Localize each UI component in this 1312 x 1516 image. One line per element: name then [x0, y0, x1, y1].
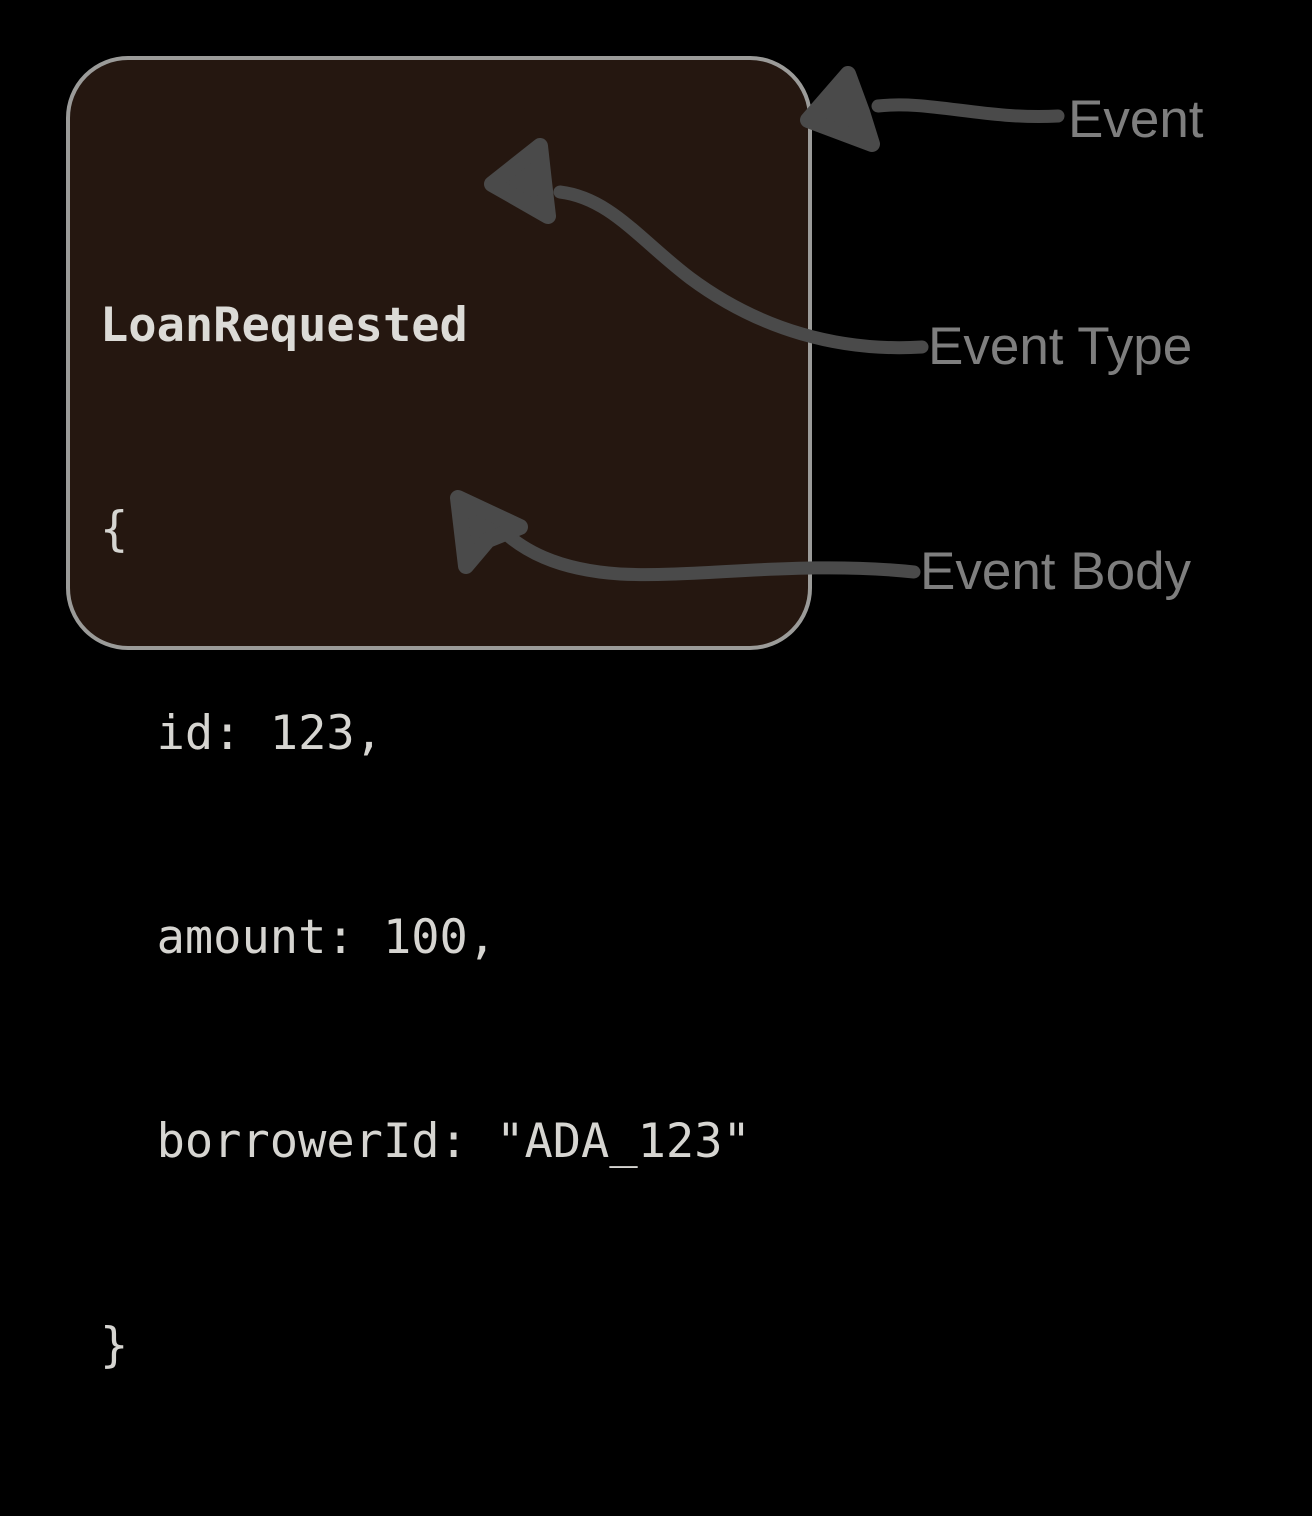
event-arrow-head-icon: [800, 66, 880, 152]
json-field-id-line: id: 123,: [100, 706, 383, 761]
event-arrow-line: [871, 98, 1065, 124]
json-open-brace-line: {: [100, 502, 129, 557]
event-type-line: LoanRequested: [100, 298, 468, 353]
event-code-block: LoanRequested { id: 123, amount: 100, bo…: [100, 156, 802, 1516]
json-field-borrowerid-line: borrowerId: "ADA_123": [100, 1114, 751, 1169]
event-anatomy-diagram: LoanRequested { id: 123, amount: 100, bo…: [66, 56, 1204, 1373]
annotation-label-event-body: Event Body: [920, 542, 1192, 601]
event-card: LoanRequested { id: 123, amount: 100, bo…: [66, 56, 812, 1373]
json-field-amount-line: amount: 100,: [100, 910, 497, 965]
json-close-brace-line: }: [100, 1318, 129, 1373]
annotation-label-event-type: Event Type: [928, 317, 1193, 376]
event-arrow: [800, 66, 1065, 152]
annotation-label-event: Event: [1068, 90, 1204, 149]
